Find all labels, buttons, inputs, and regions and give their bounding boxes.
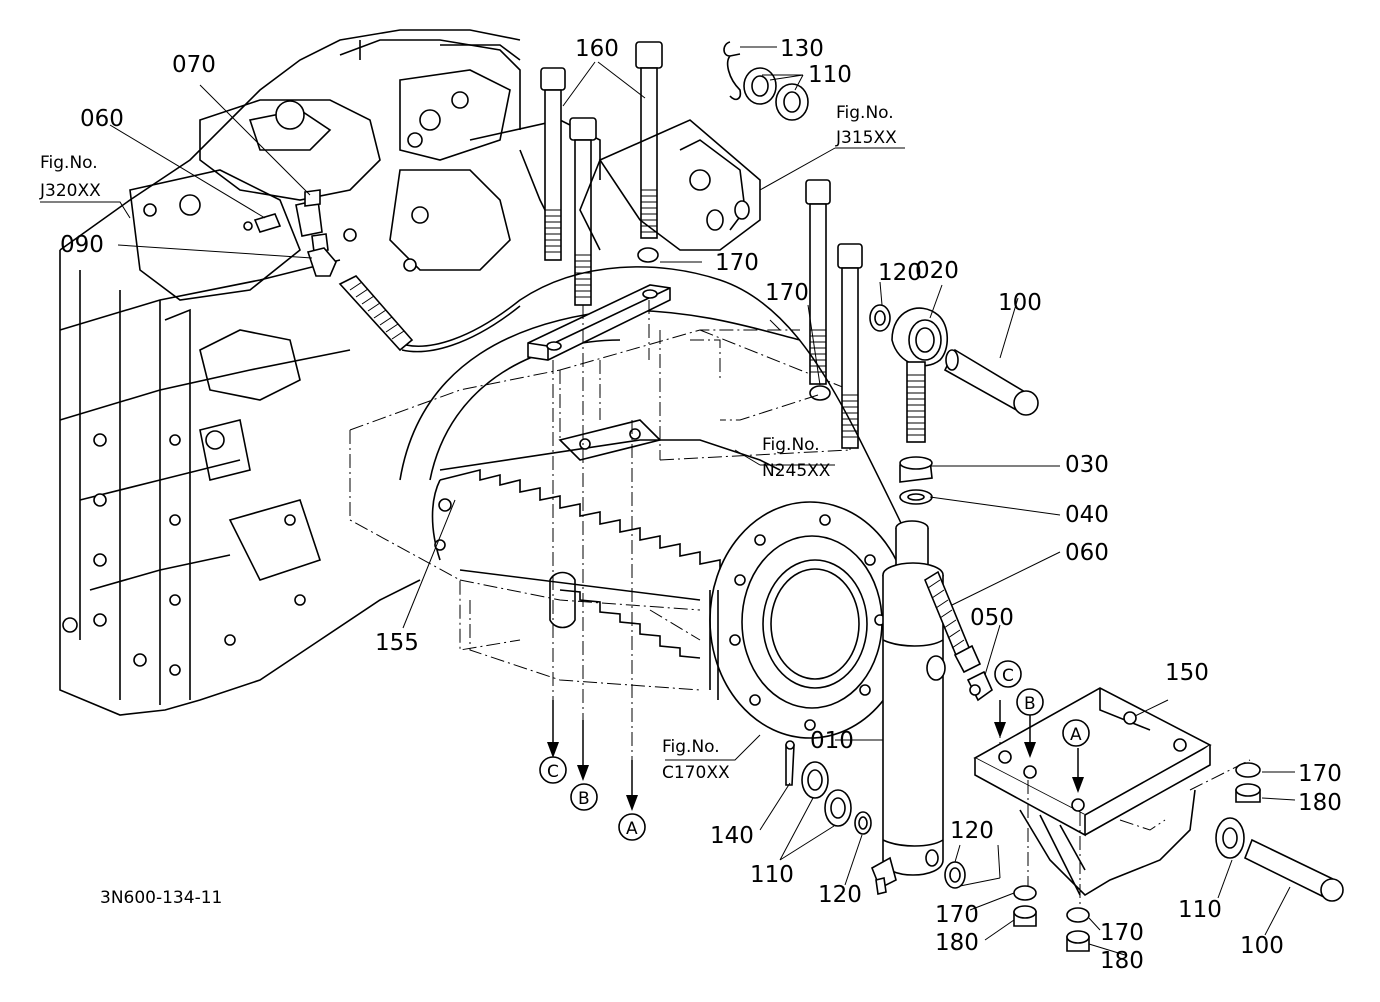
figref-c170-code: C170XX	[662, 763, 730, 783]
lower-bracket	[973, 687, 1251, 920]
label-090: 090	[60, 232, 104, 258]
label-100-top: 100	[998, 290, 1042, 316]
marker-b-left: B	[578, 789, 590, 809]
label-140: 140	[710, 823, 754, 849]
label-110-top: 110	[808, 62, 852, 88]
label-170-mid: 170	[765, 280, 809, 306]
marker-b-right: B	[1024, 694, 1036, 714]
label-170-r: 170	[1298, 761, 1342, 787]
label-070: 060	[80, 106, 124, 132]
label-155: 155	[375, 630, 419, 656]
lift-cylinder	[869, 304, 1039, 895]
marker-a-right: A	[1070, 725, 1082, 745]
bolts-160	[527, 41, 671, 811]
label-130: 130	[780, 36, 824, 62]
label-120-lower: 120	[818, 882, 862, 908]
label-080: 070	[172, 52, 216, 78]
upper-bracket	[579, 119, 761, 251]
label-050: 050	[970, 605, 1014, 631]
label-020: 020	[915, 258, 959, 284]
figref-j320-prefix: Fig.No.	[40, 153, 98, 173]
label-120-right: 120	[950, 818, 994, 844]
figref-n245-prefix: Fig.No.	[762, 435, 820, 455]
figref-j315-code: J315XX	[835, 128, 897, 148]
label-180-r: 180	[1298, 790, 1342, 816]
figref-n245-code: N245XX	[762, 461, 831, 481]
axle-case	[349, 309, 911, 739]
label-110-right: 110	[1178, 897, 1222, 923]
label-110-lower: 110	[750, 862, 794, 888]
label-150: 150	[1165, 660, 1209, 686]
lower-pin-set	[785, 740, 966, 889]
transmission-housing	[59, 29, 601, 716]
bolts-170	[720, 179, 863, 449]
top-pin-set	[723, 41, 809, 121]
label-060: 060	[1065, 540, 1109, 566]
drawing-number: 3N600-134-11	[100, 888, 222, 908]
figref-c170-prefix: Fig.No.	[662, 737, 720, 757]
label-160: 160	[575, 36, 619, 62]
markers: C B A C B A	[539, 660, 1090, 841]
label-170-bl: 170	[935, 902, 979, 928]
leader-lines	[40, 46, 1296, 956]
figref-j315-prefix: Fig.No.	[836, 103, 894, 123]
marker-c-right: C	[1002, 666, 1014, 686]
marker-a-left: A	[626, 819, 638, 839]
part-labels: 070 060 090 160 130 110 170 170 120 020 …	[60, 36, 1342, 974]
label-040: 040	[1065, 502, 1109, 528]
label-100-right: 100	[1240, 933, 1284, 959]
nuts-washers	[1013, 762, 1344, 952]
figref-j320-code: J320XX	[39, 181, 101, 201]
label-010: 010	[810, 728, 854, 754]
label-030: 030	[1065, 452, 1109, 478]
figure-references: Fig.No. J320XX Fig.No. J315XX Fig.No. N2…	[39, 103, 897, 783]
marker-c-left: C	[547, 762, 559, 782]
label-170-bm: 170	[1100, 920, 1144, 946]
label-180-bl: 180	[935, 930, 979, 956]
label-170-top: 170	[715, 250, 759, 276]
label-120-top: 120	[878, 260, 922, 286]
label-180-bm: 180	[1100, 948, 1144, 974]
housing-bolt-holes	[62, 433, 306, 676]
